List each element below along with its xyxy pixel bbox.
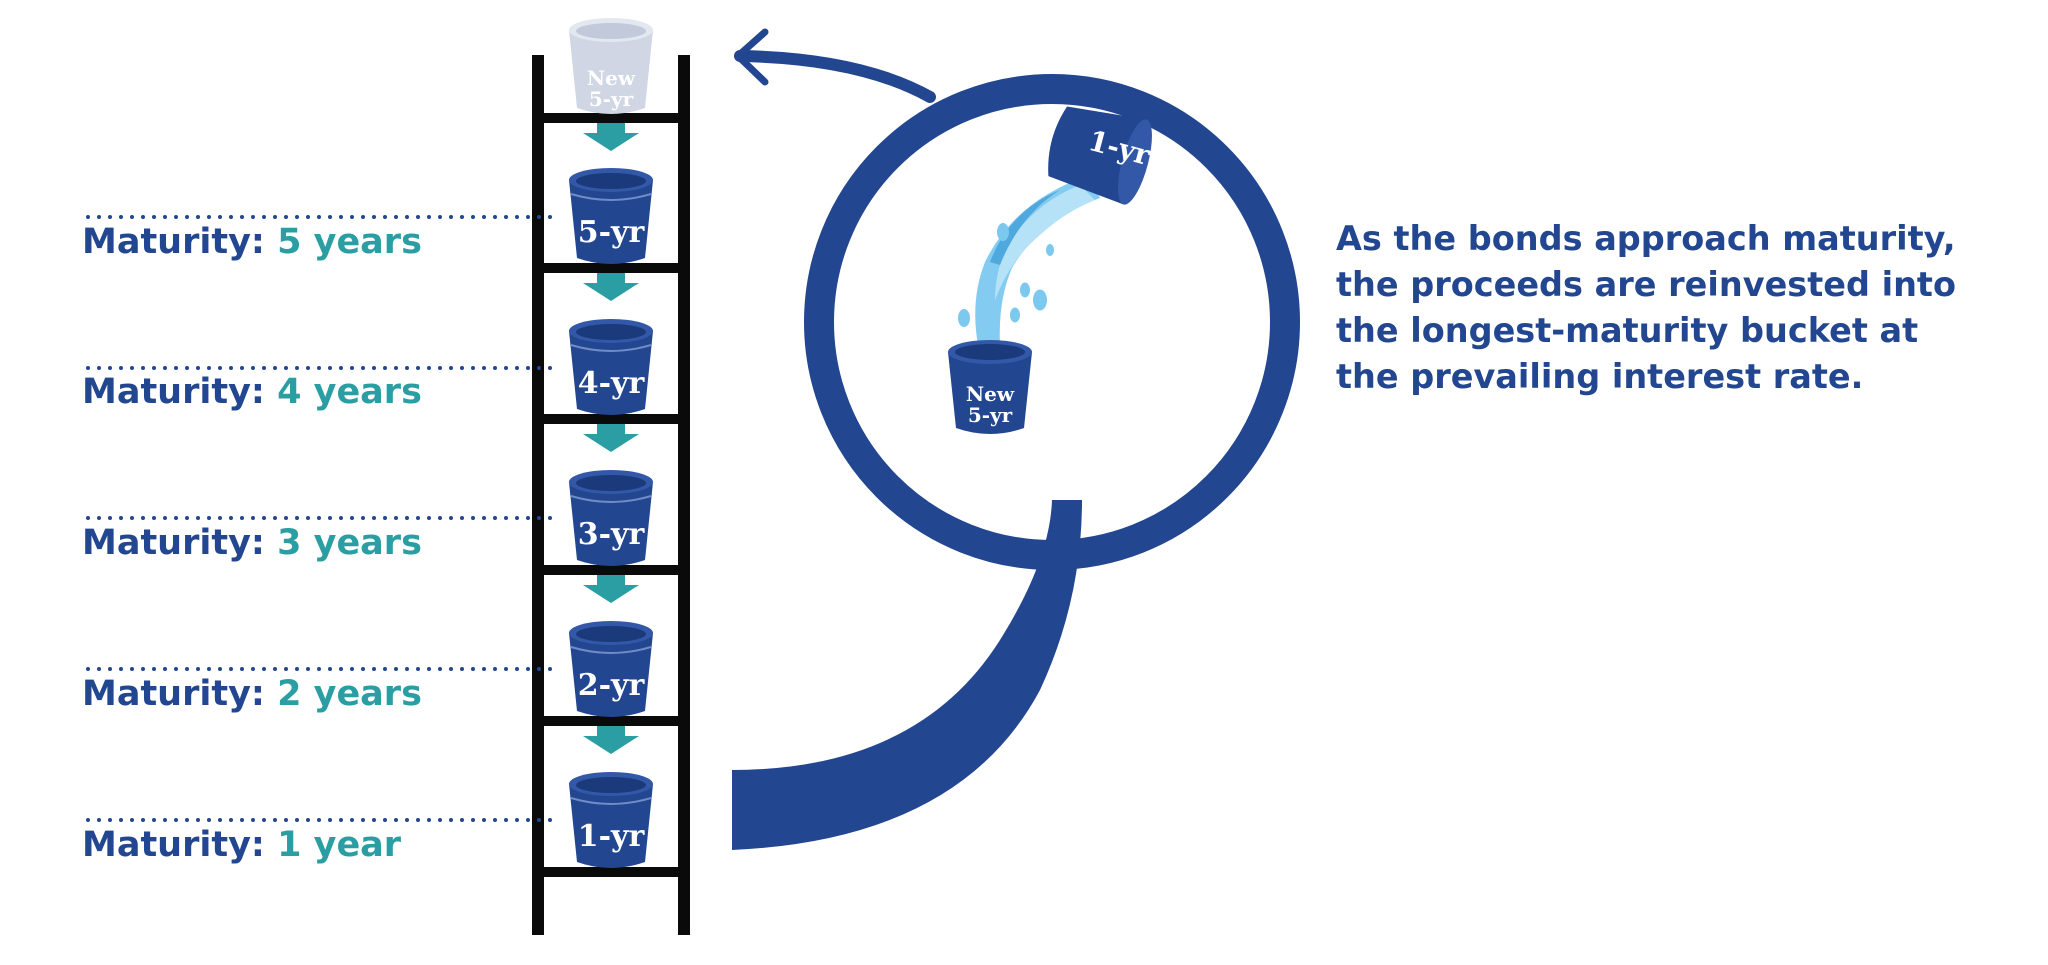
- water-stream-icon: [958, 175, 1100, 345]
- maturity-prefix: Maturity:: [82, 674, 265, 714]
- ladder-bucket-label: 2-yr: [578, 668, 646, 703]
- ladder-bucket-1-yr-icon: 1-yr: [569, 772, 653, 868]
- ladder-rail-right: [678, 55, 690, 935]
- down-arrow-icon: [583, 575, 639, 603]
- top-bucket-label-line1: New: [587, 66, 636, 90]
- pour-illustration: 1-yr New 5-yr: [948, 106, 1155, 434]
- maturity-prefix: Maturity:: [82, 523, 265, 563]
- ladder-rung: [538, 867, 684, 877]
- maturity-label: Maturity: 1 year: [82, 828, 401, 863]
- description-line-2: the proceeds are reinvested into: [1336, 265, 1956, 304]
- maturity-prefix: Maturity:: [82, 825, 265, 865]
- ladder-bucket-label: 4-yr: [578, 366, 646, 401]
- ladder-rung: [538, 113, 684, 123]
- maturity-prefix: Maturity:: [82, 222, 265, 262]
- receiving-bucket-new-5yr-icon: New 5-yr: [948, 340, 1032, 434]
- down-arrow-icon: [583, 726, 639, 754]
- pouring-bucket-1yr-icon: 1-yr: [1048, 106, 1155, 205]
- maturity-label: Maturity: 2 years: [82, 677, 422, 712]
- down-arrow-icon: [583, 273, 639, 301]
- ladder-bucket-label: 3-yr: [578, 517, 646, 552]
- down-arrow-icon: [583, 123, 639, 151]
- description-line-3: the longest-maturity bucket at: [1336, 311, 1919, 350]
- description-line-1: As the bonds approach maturity,: [1336, 219, 1956, 258]
- ladder-bucket-label: 5-yr: [578, 215, 646, 250]
- loop-ring: [804, 74, 1300, 570]
- ladder-rung: [538, 414, 684, 424]
- reinvestment-loop: [732, 28, 1300, 850]
- maturity-label: Maturity: 5 years: [82, 225, 422, 260]
- ladder: [532, 55, 690, 935]
- ladder-arrows: [583, 123, 639, 754]
- maturity-value: 2 years: [277, 674, 422, 714]
- ladder-bucket-4-yr-icon: 4-yr: [569, 319, 653, 415]
- ladder-bucket-5-yr-icon: 5-yr: [569, 168, 653, 264]
- maturity-label: Maturity: 3 years: [82, 526, 422, 561]
- ladder-bucket-3-yr-icon: 3-yr: [569, 470, 653, 566]
- down-arrow-icon: [583, 424, 639, 452]
- loop-arrow-arc: [734, 50, 936, 103]
- maturity-prefix: Maturity:: [82, 372, 265, 412]
- maturity-value: 5 years: [277, 222, 422, 262]
- leader-lines: [86, 215, 562, 822]
- loop-arrowhead-icon: [734, 28, 769, 86]
- ladder-rung: [538, 565, 684, 575]
- description-text: As the bonds approach maturity, the proc…: [1336, 216, 2016, 400]
- loop-tail: [732, 500, 1082, 850]
- ladder-rail-left: [532, 55, 544, 935]
- maturity-value: 4 years: [277, 372, 422, 412]
- maturity-label: Maturity: 4 years: [82, 375, 422, 410]
- receiving-bucket-label-line2: 5-yr: [968, 403, 1013, 427]
- maturity-value: 3 years: [277, 523, 422, 563]
- maturity-value: 1 year: [277, 825, 402, 865]
- ladder-bucket-2-yr-icon: 2-yr: [569, 621, 653, 717]
- top-bucket-label-line2: 5-yr: [589, 87, 634, 111]
- ladder-rung: [538, 716, 684, 726]
- receiving-bucket-label-line1: New: [966, 382, 1015, 406]
- description-line-4: the prevailing interest rate.: [1336, 357, 1864, 396]
- ladder-bucket-label: 1-yr: [578, 819, 646, 854]
- ladder-rung: [538, 263, 684, 273]
